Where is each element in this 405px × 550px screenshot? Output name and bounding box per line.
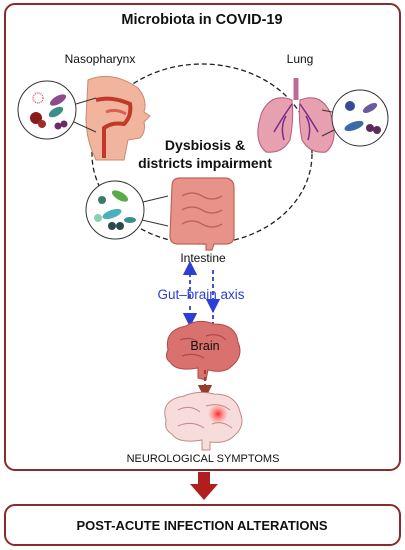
intestine-icon: [169, 177, 235, 251]
intestine-label: Intestine: [180, 251, 226, 265]
outcome-label: POST-ACUTE INFECTION ALTERATIONS: [76, 518, 327, 533]
lung-label: Lung: [287, 52, 314, 66]
dysbiosis-label-line1: Dysbiosis &: [165, 137, 245, 153]
lung-icon: [257, 78, 335, 153]
gut-brain-axis-label: Gut–brain axis: [157, 287, 244, 302]
nasopharynx-label: Nasopharynx: [65, 52, 136, 66]
brain-label: Brain: [190, 339, 219, 353]
nasopharynx-icon: [85, 75, 151, 161]
dysbiosis-cycle: [91, 63, 313, 245]
outcome-box: [4, 504, 401, 546]
microbe-cluster-icon: [85, 180, 169, 240]
dysbiosis-label-line2: districts impairment: [138, 155, 272, 171]
microbe-cluster-icon: [321, 89, 389, 147]
diagram-title: Microbiota in COVID-19: [121, 12, 282, 28]
neurological-symptoms-label: NEUROLOGICAL SYMPTOMS: [127, 453, 280, 465]
brain-icon: [165, 320, 241, 381]
outcome-arrow: [190, 472, 218, 500]
brain-lesion-icon: [164, 391, 243, 451]
microbe-cluster-icon: [17, 80, 97, 140]
